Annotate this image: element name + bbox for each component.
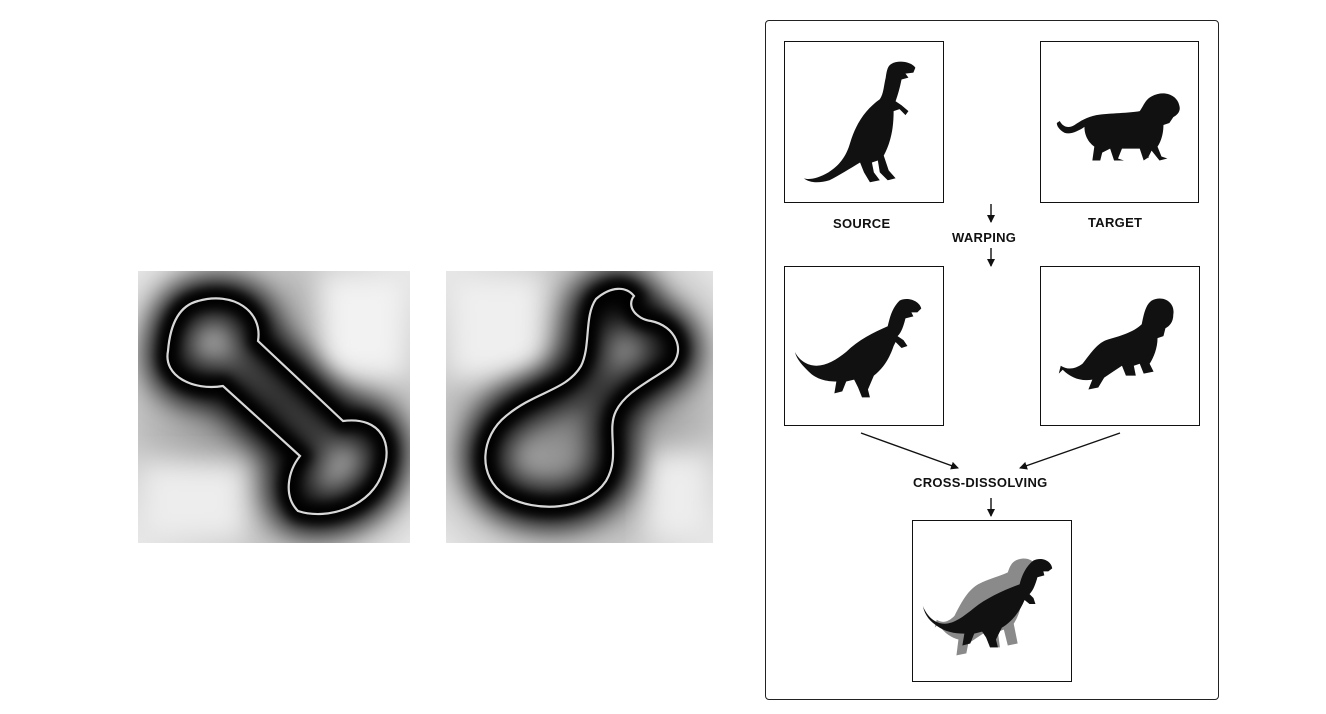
gourd-distance-field-image [446,271,713,543]
blended-silhouette-icon [922,558,1053,656]
target-image-frame [1040,41,1199,203]
cross-dissolve-arrow-left [860,432,959,470]
warped-source-image-frame [784,266,944,426]
lion-silhouette-icon [1056,93,1180,161]
warped-target-image-frame [1040,266,1200,426]
source-label: SOURCE [833,216,891,231]
warped-t-rex-silhouette-icon [794,299,922,398]
source-image-frame [784,41,944,203]
cross-dissolve-result-frame [912,520,1072,682]
cross-dissolve-arrow-right [1019,432,1121,470]
target-label: TARGET [1088,215,1143,230]
cross-dissolving-label: CROSS-DISSOLVING [913,475,1048,490]
t-rex-silhouette-icon [803,61,916,183]
warped-lion-silhouette-icon [1058,298,1174,390]
warping-label: WARPING [952,230,1017,245]
dumbbell-distance-field-image [138,271,410,543]
